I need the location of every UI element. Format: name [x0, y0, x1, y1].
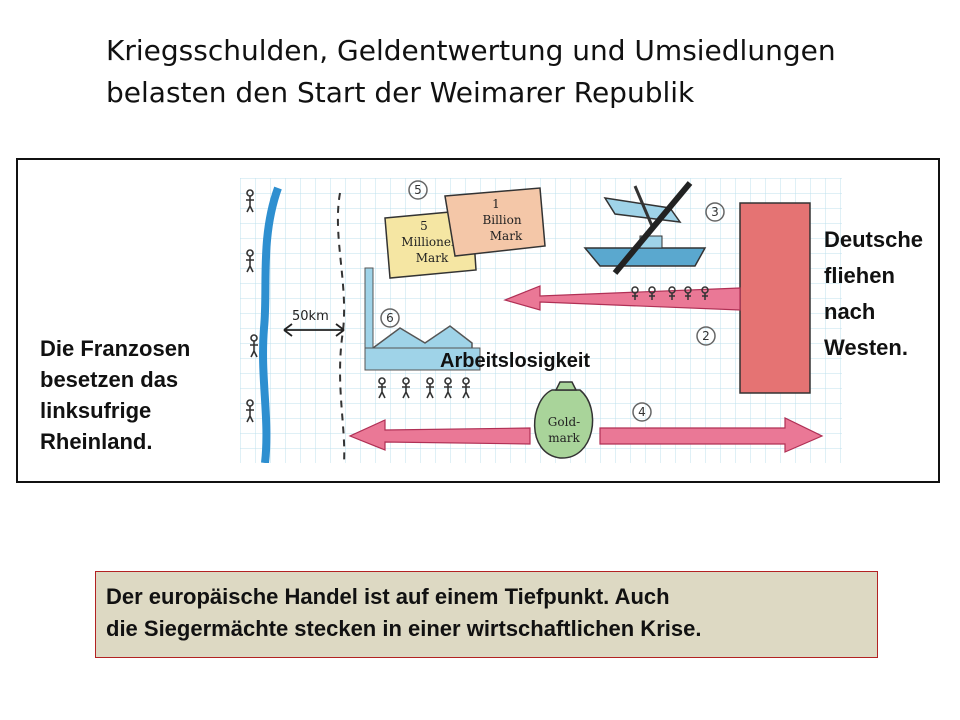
number-5: 5 — [408, 180, 428, 200]
label-germans-flee: Deutsche fliehen nach Westen. — [824, 227, 924, 360]
red-block — [739, 202, 811, 394]
svg-text:Mark: Mark — [490, 229, 523, 243]
number-4: 4 — [632, 402, 652, 422]
svg-text:5: 5 — [414, 183, 422, 197]
note-box: Der europäische Handel ist auf einem Tie… — [95, 571, 878, 658]
svg-text:6: 6 — [386, 311, 394, 325]
arrow-trade-left — [348, 419, 531, 451]
distance-label: 50km — [292, 309, 329, 324]
label-french-occupation: Die Franzosen besetzen das linksufrige R… — [40, 336, 191, 454]
unemployed-people — [378, 377, 470, 399]
svg-text:Billion: Billion — [482, 213, 521, 227]
distance-arrow — [283, 323, 345, 337]
svg-text:2: 2 — [702, 329, 710, 343]
svg-text:1: 1 — [492, 197, 500, 211]
svg-text:Millionen: Millionen — [401, 235, 459, 249]
circled-numbers: 1 2 3 4 5 6 — [380, 180, 725, 422]
svg-text:Mark: Mark — [416, 251, 449, 265]
arrow-flee-west — [503, 285, 741, 311]
dashed-border-line — [336, 192, 346, 463]
svg-text:mark: mark — [548, 431, 580, 445]
label-unemployment: Arbeitslosigkeit — [440, 350, 591, 372]
number-2: 2 — [696, 326, 716, 346]
title-line-2: belasten den Start der Weimarer Republik — [106, 76, 695, 109]
people-left-bank — [246, 189, 258, 423]
fleeing-people — [631, 286, 709, 300]
slide-title: Kriegsschulden, Geldentwertung und Umsie… — [106, 30, 926, 114]
number-6: 6 — [380, 308, 400, 328]
svg-text:4: 4 — [638, 405, 646, 419]
hand-drawn-diagram: 50km 5 Millionen Mark 1 Billion Mark — [240, 178, 842, 463]
factory-drawing — [364, 267, 481, 371]
svg-text:5: 5 — [420, 219, 428, 233]
svg-text:3: 3 — [711, 205, 719, 219]
title-line-1: Kriegsschulden, Geldentwertung und Umsie… — [106, 34, 836, 67]
note-line-2: die Siegermächte stecken in einer wirtsc… — [106, 616, 702, 641]
note-line-1: Der europäische Handel ist auf einem Tie… — [106, 584, 670, 609]
arrow-trade-right — [599, 417, 824, 453]
svg-text:Gold-: Gold- — [548, 415, 580, 429]
plane-and-ship-crossed — [583, 181, 707, 275]
banknote-1-billion: 1 Billion Mark — [444, 187, 546, 257]
number-3: 3 — [705, 202, 725, 222]
goldmark-bag: Gold- mark — [533, 381, 594, 459]
river — [259, 186, 282, 463]
